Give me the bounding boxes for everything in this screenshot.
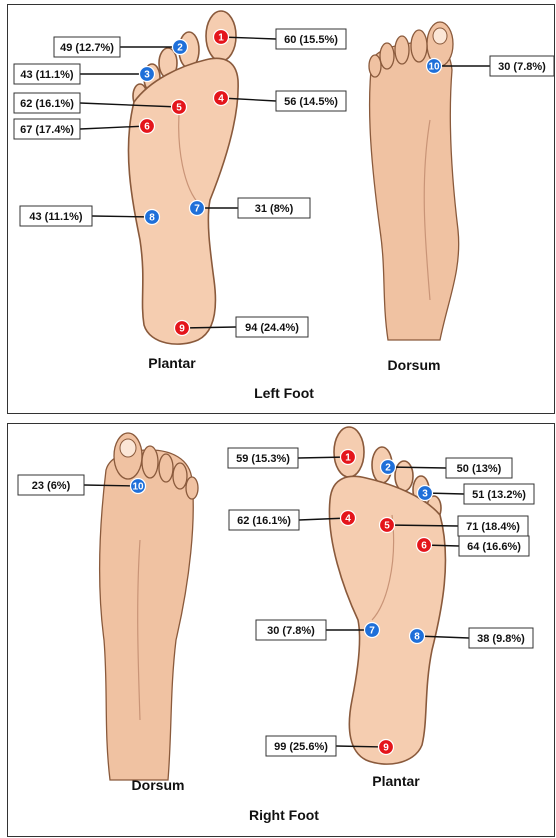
right-dorsum-caption: Dorsum [132, 777, 185, 793]
right-label-box-7: 30 (7.8%) [256, 620, 326, 640]
right-marker-6: 6 [417, 538, 432, 553]
right-label-text-7: 30 (7.8%) [267, 625, 315, 637]
right-marker-5: 5 [380, 518, 395, 533]
right-label-text-6: 64 (16.6%) [467, 541, 521, 553]
right-leader-line-5 [387, 525, 458, 526]
right-label-text-9: 99 (25.6%) [274, 741, 328, 753]
right-label-box-3: 51 (13.2%) [464, 484, 534, 504]
right-label-box-8: 38 (9.8%) [469, 628, 533, 648]
right-label-box-9: 99 (25.6%) [266, 736, 336, 756]
right-marker-9: 9 [379, 740, 394, 755]
right-label-box-10: 23 (6%) [18, 475, 84, 495]
right-label-box-1: 59 (15.3%) [228, 448, 298, 468]
right-marker-number-3: 3 [422, 489, 428, 500]
right-plantar-caption: Plantar [372, 773, 420, 789]
right-leader-line-2 [388, 467, 446, 468]
right-label-box-4: 62 (16.1%) [229, 510, 299, 530]
right-label-text-3: 51 (13.2%) [472, 489, 526, 501]
right-plantar-foot-illustration [329, 427, 445, 764]
right-marker-number-10: 10 [132, 482, 144, 493]
right-label-text-1: 59 (15.3%) [236, 453, 290, 465]
right-label-text-5: 71 (18.4%) [466, 521, 520, 533]
right-label-text-4: 62 (16.1%) [237, 515, 291, 527]
right-marker-number-7: 7 [369, 626, 375, 637]
right-marker-number-5: 5 [384, 521, 390, 532]
right-marker-number-9: 9 [383, 743, 389, 754]
right-marker-2: 2 [381, 460, 396, 475]
right-marker-1: 1 [341, 450, 356, 465]
right-marker-number-4: 4 [345, 514, 351, 525]
right-label-box-6: 64 (16.6%) [459, 536, 529, 556]
right-label-text-2: 50 (13%) [457, 463, 502, 475]
right-label-box-5: 71 (18.4%) [458, 516, 528, 536]
right-marker-number-2: 2 [385, 463, 391, 474]
right-marker-4: 4 [341, 511, 356, 526]
right-label-text-10: 23 (6%) [32, 480, 71, 492]
right-marker-number-8: 8 [414, 632, 420, 643]
right-marker-10: 10 [131, 479, 146, 494]
right-marker-3: 3 [418, 486, 433, 501]
right-marker-number-6: 6 [421, 541, 427, 552]
right-label-box-2: 50 (13%) [446, 458, 512, 478]
right-marker-number-1: 1 [345, 453, 351, 464]
right-marker-7: 7 [365, 623, 380, 638]
right-label-text-8: 38 (9.8%) [477, 633, 525, 645]
right-leader-line-10 [84, 485, 138, 486]
right-foot-title: Right Foot [249, 807, 319, 823]
right-marker-8: 8 [410, 629, 425, 644]
